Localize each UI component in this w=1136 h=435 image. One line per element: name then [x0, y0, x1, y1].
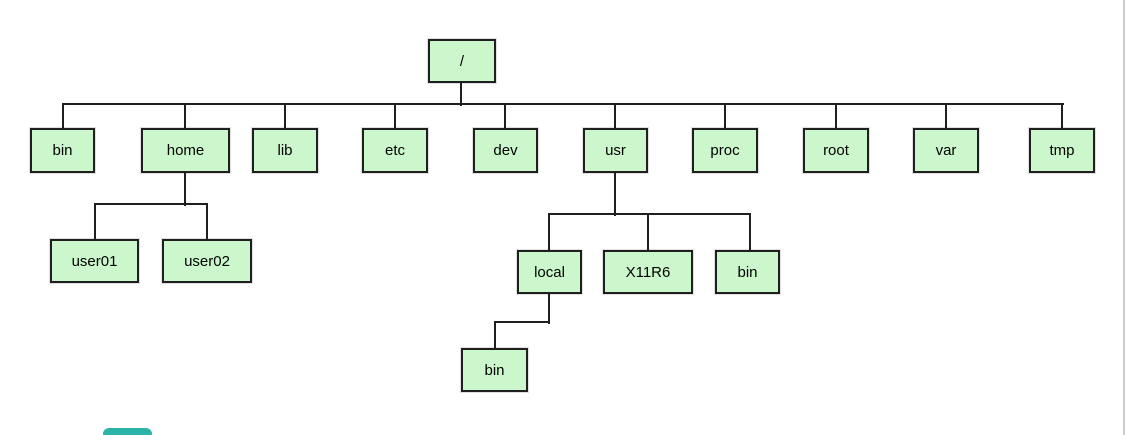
connector-line: [548, 292, 550, 324]
connector-line: [494, 321, 496, 351]
connector-line: [62, 103, 1064, 105]
tree-node-x11r6: X11R6: [603, 250, 693, 294]
connector-line: [647, 213, 649, 253]
teal-button-partial[interactable]: [103, 428, 152, 435]
tree-node-dev: dev: [473, 128, 538, 173]
tree-node-user01: user01: [50, 239, 139, 283]
connector-line: [494, 321, 550, 323]
connector-line: [94, 203, 208, 205]
tree-node-usr: usr: [583, 128, 648, 173]
connector-line: [614, 103, 616, 130]
connector-line: [394, 103, 396, 130]
connector-line: [1061, 103, 1063, 130]
connector-line: [94, 203, 96, 241]
connector-line: [614, 173, 616, 216]
connector-line: [184, 173, 186, 206]
tree-node-local-bin: bin: [461, 348, 528, 392]
tree-node-lib: lib: [252, 128, 318, 173]
tree-node-etc: etc: [362, 128, 428, 173]
tree-node-var: var: [913, 128, 979, 173]
tree-node-fs-root: /: [428, 39, 496, 83]
connector-line: [548, 213, 550, 253]
window-right-border: [1123, 0, 1125, 435]
connector-line: [724, 103, 726, 130]
tree-node-local: local: [517, 250, 582, 294]
connector-line: [62, 103, 64, 130]
tree-node-bin: bin: [30, 128, 95, 173]
connector-line: [749, 213, 751, 253]
connector-line: [184, 103, 186, 130]
connector-line: [284, 103, 286, 130]
tree-node-usr-bin: bin: [715, 250, 780, 294]
tree-node-root-dir: root: [803, 128, 869, 173]
tree-node-proc: proc: [692, 128, 758, 173]
connector-line: [548, 213, 751, 215]
connector-line: [206, 203, 208, 241]
connector-line: [504, 103, 506, 130]
tree-node-user02: user02: [162, 239, 252, 283]
connector-line: [460, 83, 462, 106]
connector-line: [945, 103, 947, 130]
connector-line: [835, 103, 837, 130]
tree-node-home: home: [141, 128, 230, 173]
tree-node-tmp: tmp: [1029, 128, 1095, 173]
